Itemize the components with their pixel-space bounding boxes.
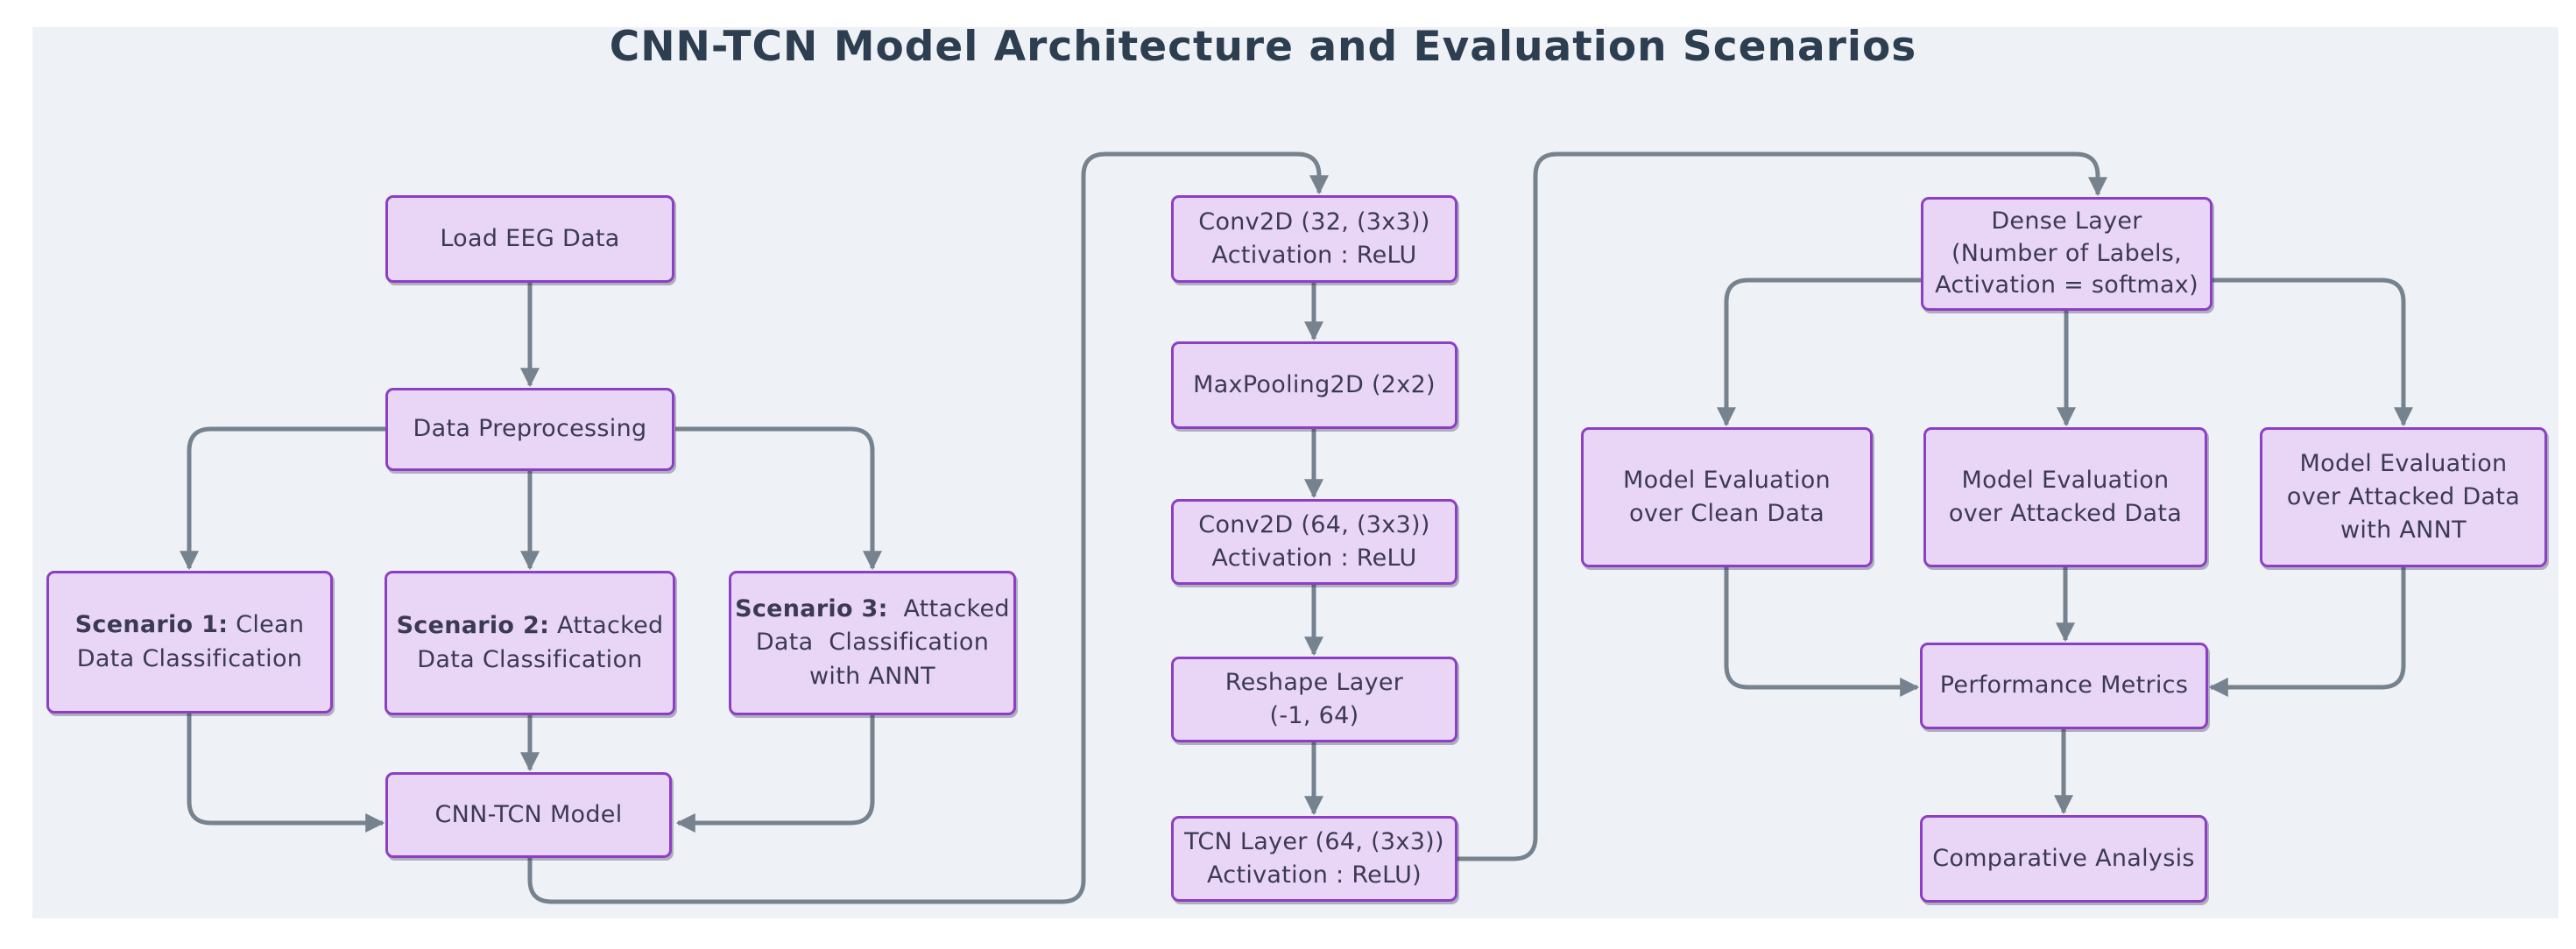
edge-dense-to-eval-clean	[1716, 278, 1921, 427]
tcn-line2: Activation : ReLU)	[1207, 861, 1422, 889]
scenario-1-prefix: Scenario 1:	[74, 611, 229, 639]
node-label: Load EEG Data	[440, 224, 620, 252]
node-scenario-3: Scenario 3: Attacked Data Classification…	[729, 571, 1016, 715]
node-scenario-1: Scenario 1: Clean Data Classification	[46, 571, 333, 714]
scenario-2-prefix: Scenario 2:	[396, 612, 550, 640]
node-conv2d-64: Conv2D (64, (3x3)) Activation : ReLU	[1171, 499, 1457, 585]
conv2d-32-line2: Activation : ReLU	[1211, 242, 1417, 269]
edge-eval-annt-to-perf	[2208, 567, 2406, 698]
dense-line3: Activation = softmax)	[1935, 271, 2198, 299]
eval-annt-line1: Model Evaluation	[2299, 449, 2508, 477]
scenario-2-line2: Data Classification	[417, 645, 643, 673]
node-label: Data Preprocessing	[413, 415, 647, 443]
eval-attacked-line2: over Attacked Data	[1948, 500, 2183, 527]
node-load-eeg-data: Load EEG Data	[385, 195, 674, 283]
node-maxpooling2d: MaxPooling2D (2x2)	[1171, 341, 1457, 429]
eval-clean-line1: Model Evaluation	[1623, 466, 1831, 494]
node-scenario-2: Scenario 2: Attacked Data Classification	[385, 571, 675, 715]
tcn-line1: TCN Layer (64, (3x3))	[1184, 827, 1444, 855]
edge-scenario3-to-cnntcn	[675, 715, 875, 833]
edge-eval-clean-to-perf	[1724, 567, 1920, 698]
edge-dense-to-eval-annt	[2213, 278, 2414, 427]
scenario-3-line2: Data Classification	[755, 629, 990, 657]
edge-preprocess-to-scenario1	[179, 426, 385, 571]
eval-attacked-line1: Model Evaluation	[1961, 466, 2170, 494]
scenario-3-prefix: Scenario 3:	[735, 595, 888, 622]
edge-preprocess-to-scenario3	[675, 426, 883, 571]
node-conv2d-32: Conv2D (32, (3x3)) Activation : ReLU	[1171, 195, 1457, 283]
node-eval-attacked-annt: Model Evaluation over Attacked Data with…	[2260, 427, 2547, 567]
node-tcn-layer: TCN Layer (64, (3x3)) Activation : ReLU)	[1171, 816, 1457, 902]
scenario-3-line3: with ANNT	[809, 662, 935, 690]
edge-tcn-to-dense	[1457, 151, 2108, 861]
dense-line1: Dense Layer	[1991, 207, 2142, 235]
node-dense-layer: Dense Layer (Number of Labels, Activatio…	[1921, 197, 2213, 311]
node-reshape-layer: Reshape Layer (-1, 64)	[1171, 657, 1457, 742]
scenario-1-line2: Data Classification	[76, 644, 303, 672]
reshape-line1: Reshape Layer	[1224, 668, 1404, 696]
scenario-3-text: Attacked	[887, 595, 1010, 622]
node-label: Performance Metrics	[1939, 671, 2189, 699]
node-label: CNN-TCN Model	[434, 800, 623, 828]
node-comparative-analysis: Comparative Analysis	[1920, 815, 2207, 903]
diagram-title: CNN-TCN Model Architecture and Evaluatio…	[609, 23, 1917, 71]
node-label: Comparative Analysis	[1932, 844, 2195, 872]
dense-line2: (Number of Labels,	[1951, 239, 2183, 267]
node-label: MaxPooling2D (2x2)	[1193, 370, 1436, 398]
scenario-1-text: Clean	[228, 611, 305, 639]
node-performance-metrics: Performance Metrics	[1920, 643, 2208, 729]
edge-cnntcn-to-conv1	[527, 151, 1330, 904]
conv2d-32-line1: Conv2D (32, (3x3))	[1198, 207, 1430, 235]
node-eval-clean-data: Model Evaluation over Clean Data	[1581, 427, 1873, 567]
eval-clean-line2: over Clean Data	[1629, 500, 1824, 527]
reshape-line2: (-1, 64)	[1269, 702, 1359, 729]
node-eval-attacked-data: Model Evaluation over Attacked Data	[1923, 427, 2207, 567]
scenario-2-text: Attacked	[549, 612, 664, 640]
eval-annt-line2: over Attacked Data	[2286, 482, 2521, 510]
node-data-preprocessing: Data Preprocessing	[385, 388, 674, 471]
conv2d-64-line2: Activation : ReLU	[1211, 545, 1417, 572]
node-cnn-tcn-model: CNN-TCN Model	[385, 772, 672, 858]
eval-annt-line3: with ANNT	[2340, 517, 2467, 545]
edge-scenario1-to-cnntcn	[187, 714, 385, 833]
conv2d-64-line1: Conv2D (64, (3x3))	[1198, 510, 1430, 538]
